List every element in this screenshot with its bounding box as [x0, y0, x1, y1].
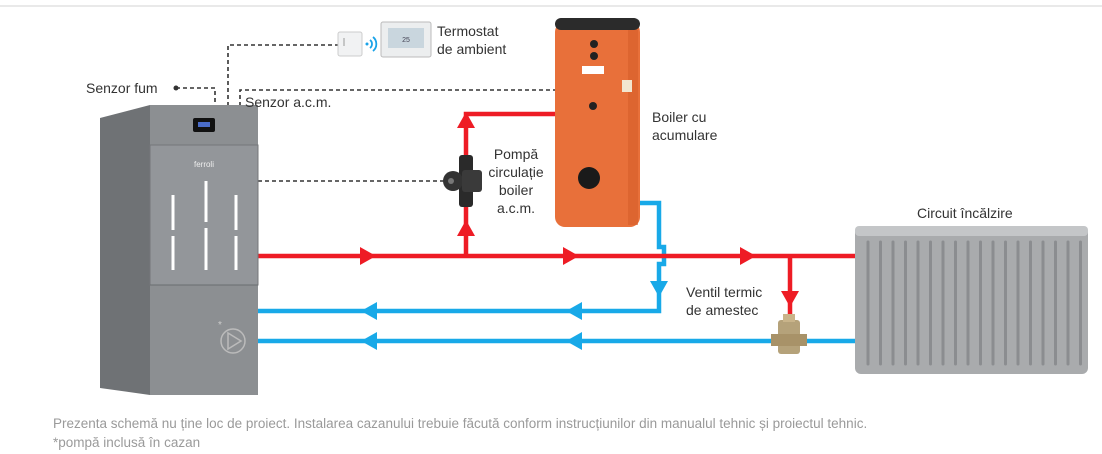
arrow-up-icon	[457, 112, 475, 128]
tank-label-line1: Boiler cu	[652, 109, 707, 125]
dhw-sensor-wire	[239, 89, 556, 106]
arrow-left-icon	[361, 302, 377, 320]
thermostat-wire	[227, 44, 338, 106]
pump-label-line4: a.c.m.	[496, 200, 536, 216]
disclaimer-note: Prezenta schemă nu ține loc de proiect. …	[53, 416, 868, 431]
arrow-down-icon	[650, 281, 668, 297]
circulation-pump-icon	[443, 155, 482, 207]
storage-tank	[555, 18, 640, 227]
arrow-up-icon	[457, 220, 475, 236]
pellet-boiler: ferroli *	[100, 105, 259, 395]
arrow-right-icon	[360, 247, 376, 265]
pump-label-line2: circulație	[488, 164, 544, 180]
valve-label-line1: Ventil termic	[686, 284, 763, 300]
smoke-sensor-wire	[176, 87, 216, 106]
thermostat-label-line2: de ambient	[437, 41, 507, 57]
wifi-icon	[365, 36, 378, 52]
footnote: *pompă inclusă în cazan	[53, 435, 201, 450]
svg-text:25: 25	[402, 37, 410, 44]
smoke-sensor-label: Senzor fum	[86, 80, 158, 96]
arrow-right-icon	[740, 247, 756, 265]
valve-label-line2: de amestec	[686, 302, 759, 318]
thermostat-label: Termostat de ambient	[437, 22, 506, 58]
arrow-left-icon	[361, 332, 377, 350]
tank-label: Boiler cu acumulare	[652, 108, 717, 144]
arrow-down-icon	[781, 291, 799, 307]
heating-circuit-label: Circuit încălzire	[917, 205, 1013, 221]
smoke-sensor-dot	[173, 85, 179, 91]
signal-lines	[176, 44, 556, 182]
tank-label-line2: acumulare	[652, 127, 718, 143]
arrow-left-icon	[566, 302, 582, 320]
return-arrows	[361, 281, 668, 350]
thermostat-receiver-icon	[337, 31, 363, 57]
arrow-right-icon	[563, 247, 579, 265]
svg-text:*: *	[218, 320, 222, 331]
room-thermostat-icon: 25	[380, 21, 432, 58]
internal-pump-icon	[220, 328, 246, 354]
arrow-left-icon	[566, 332, 582, 350]
valve-label: Ventil termic de amestec	[686, 283, 762, 319]
thermostat-label-line1: Termostat	[437, 23, 499, 39]
tank-logo	[582, 66, 604, 74]
pump-label-line1: Pompă	[493, 146, 539, 162]
ferroli-logo: ferroli	[194, 160, 214, 169]
dhw-sensor-label: Senzor a.c.m.	[245, 94, 332, 110]
pump-label: Pompă circulație boiler a.c.m.	[482, 145, 550, 217]
supply-arrows	[360, 112, 799, 307]
radiator	[855, 226, 1088, 374]
pump-label-line3: boiler	[498, 182, 534, 198]
mixing-valve-icon	[771, 314, 807, 354]
